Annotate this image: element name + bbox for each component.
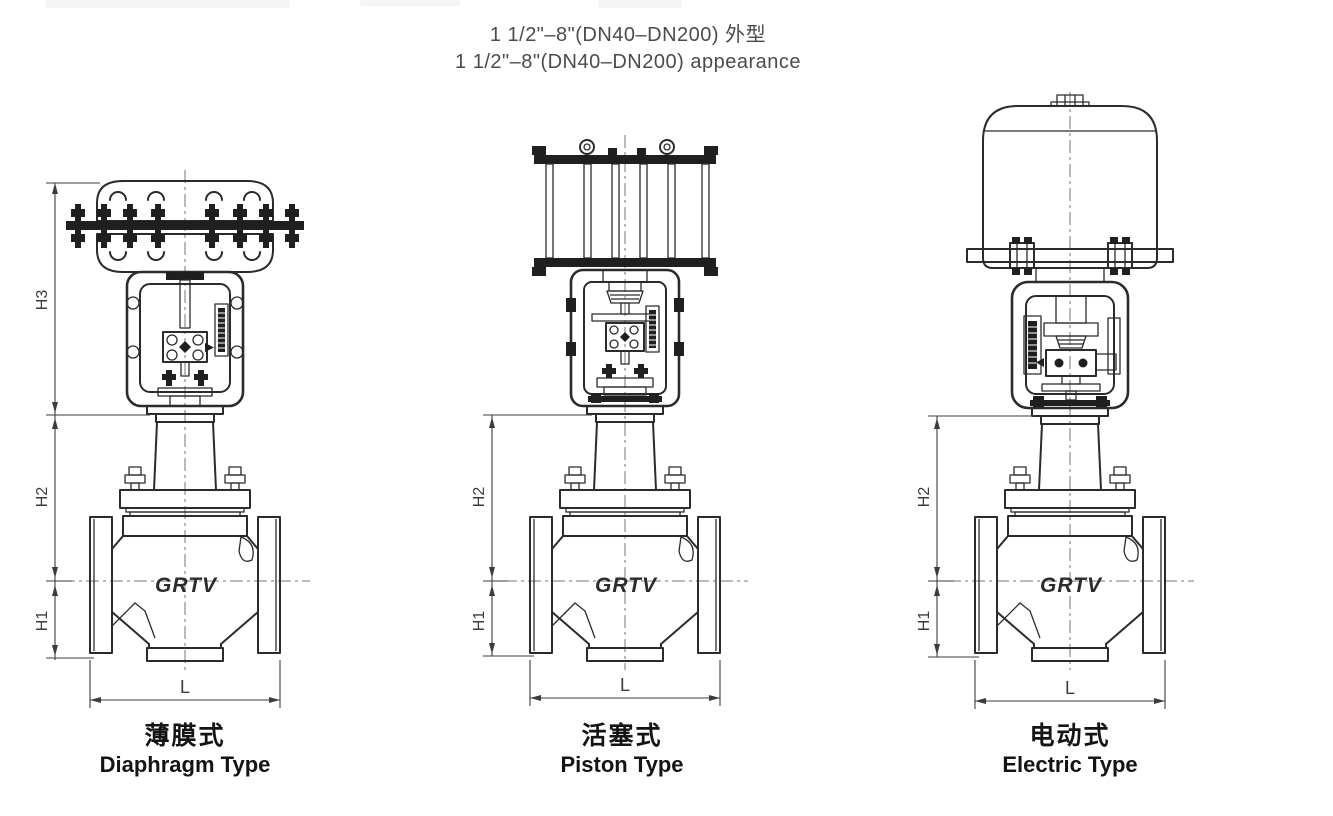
stem-connector — [162, 331, 214, 363]
travel-scale — [645, 305, 660, 353]
electric-valve-figure: GRTV H2 H1 L — [916, 92, 1194, 709]
diaphragm-valve-figure: GRTV H3 H2 H1 L — [34, 170, 310, 708]
brand-logo: GRTV — [595, 574, 658, 597]
caption-en: Electric Type — [1002, 752, 1138, 777]
dim-h1: H1 — [34, 611, 51, 632]
dimension-lines: H2 H1 L — [916, 415, 1166, 709]
caption-en: Piston Type — [560, 752, 684, 777]
brand-logo: GRTV — [155, 574, 218, 597]
centerlines — [62, 170, 310, 670]
caption-cn: 活塞式 — [581, 722, 663, 750]
dim-l: L — [1065, 678, 1075, 698]
dim-h1: H1 — [471, 611, 488, 632]
valve-body: GRTV — [529, 405, 721, 662]
caption-en: Diaphragm Type — [99, 752, 271, 777]
caption-piston-type: 活塞式 Piston Type — [472, 721, 772, 779]
yoke — [1010, 280, 1130, 410]
drawing-title-cn: 1 1/2"–8"(DN40–DN200) 外型 — [489, 24, 767, 46]
electric-actuator — [966, 94, 1174, 283]
valve-body: GRTV — [89, 405, 281, 662]
dim-h3: H3 — [34, 290, 51, 311]
diaphragm-actuator — [66, 180, 304, 273]
stem-connector — [1036, 349, 1117, 377]
piston-valve-figure: GRTV H2 H1 L — [471, 135, 748, 706]
scan-artifact — [45, 0, 290, 8]
centerlines — [504, 135, 748, 670]
caption-cn: 电动式 — [1029, 722, 1111, 750]
piston-actuator — [532, 139, 718, 276]
yoke — [125, 270, 245, 408]
dimension-lines: H2 H1 L — [471, 414, 721, 706]
dim-h1: H1 — [916, 611, 933, 632]
dim-h2: H2 — [34, 487, 51, 508]
dim-l: L — [180, 677, 190, 697]
centerlines — [948, 92, 1194, 670]
travel-scale — [214, 303, 229, 357]
scan-artifact — [360, 0, 460, 6]
travel-scale — [1023, 315, 1042, 375]
caption-electric-type: 电动式 Electric Type — [920, 721, 1220, 779]
dim-h2: H2 — [916, 487, 933, 508]
drawing-title: 1 1/2"–8"(DN40–DN200) 外型 1 1/2"–8"(DN40–… — [298, 22, 958, 76]
valve-body: GRTV — [974, 407, 1166, 662]
dim-h2: H2 — [471, 487, 488, 508]
caption-cn: 薄膜式 — [144, 722, 226, 750]
brand-logo: GRTV — [1040, 574, 1103, 597]
scan-artifact — [598, 0, 682, 8]
mounting-bar — [966, 237, 1174, 275]
dimension-lines: H3 H2 H1 L — [34, 182, 281, 708]
diaphragm-flange-bolts — [66, 204, 304, 248]
dim-l: L — [620, 675, 630, 695]
drawing-title-en: 1 1/2"–8"(DN40–DN200) appearance — [455, 51, 801, 73]
caption-diaphragm-type: 薄膜式 Diaphragm Type — [35, 721, 335, 779]
